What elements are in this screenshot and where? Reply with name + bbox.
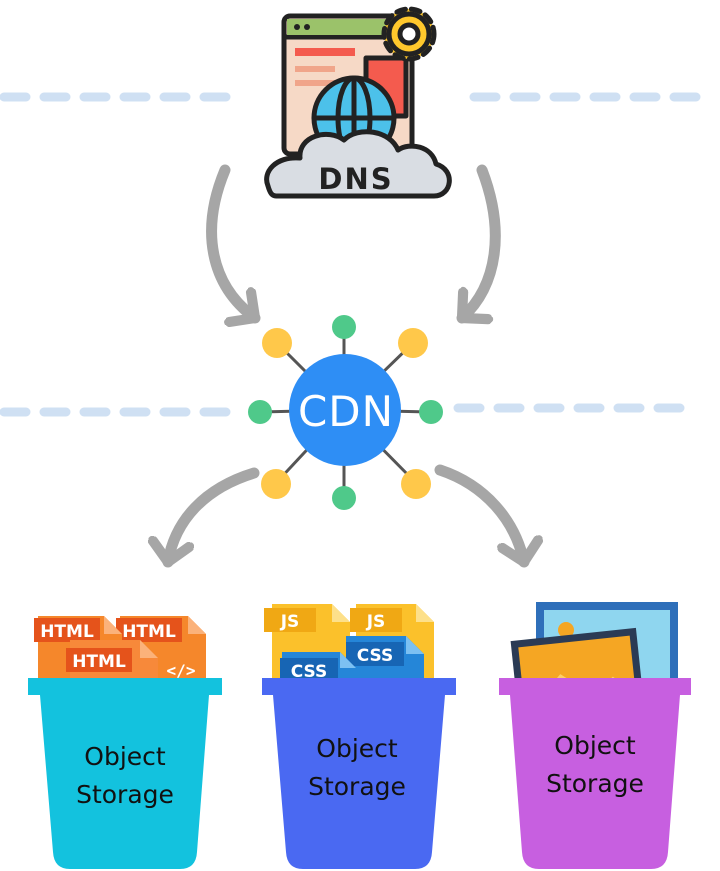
bucket-rim xyxy=(262,678,456,695)
arrow-cdn-to-bucket-left xyxy=(168,467,260,568)
js-tag: JS xyxy=(280,612,300,632)
bucket-label-line1: Object xyxy=(84,742,166,771)
css-tag: CSS xyxy=(357,646,394,666)
js-css-files-icon: JS JS CSS CSS xyxy=(264,604,434,684)
bucket-label-line1: Object xyxy=(554,731,636,760)
node-bottom-right xyxy=(401,469,431,499)
bucket-html xyxy=(28,678,222,869)
html-tag: HTML xyxy=(72,652,126,672)
html-files-icon: HTML HTML </> HTML xyxy=(34,616,206,688)
html-tag: HTML xyxy=(40,622,94,642)
flow-arrows xyxy=(168,164,524,568)
node-bottom-left xyxy=(261,469,291,499)
bucket-label-js-css: Object Storage xyxy=(267,730,447,806)
css-tag: CSS xyxy=(291,662,328,682)
bucket-body xyxy=(510,695,680,869)
code-accent: </> xyxy=(167,661,196,680)
html-file-front: HTML xyxy=(66,640,158,688)
cdn-hub: CDN xyxy=(248,315,443,510)
guide-lines xyxy=(0,92,709,417)
dns-server-icon: DNS xyxy=(264,6,452,199)
cdn-circle xyxy=(289,354,401,466)
bucket-rim xyxy=(499,678,691,695)
bucket-label-line2: Storage xyxy=(76,780,174,809)
bucket-body xyxy=(273,695,445,869)
node-top xyxy=(332,315,356,339)
arrow-dns-to-cdn-left xyxy=(206,164,261,318)
bucket-label-images: Object Storage xyxy=(505,727,685,803)
bucket-rim xyxy=(28,678,222,695)
html-file-back-right: HTML xyxy=(116,616,206,688)
bucket-images xyxy=(499,678,691,869)
css-file-right: CSS xyxy=(346,636,424,684)
bucket-label-html: Object Storage xyxy=(35,738,215,814)
node-left xyxy=(248,400,272,424)
css-file-left: CSS xyxy=(280,652,356,684)
cdn-label: CDN xyxy=(298,387,394,436)
bucket-label-line1: Object xyxy=(316,734,398,763)
arrow-dns-to-cdn-right xyxy=(456,164,501,318)
dns-label: DNS xyxy=(318,162,393,196)
js-tag: JS xyxy=(366,612,386,632)
bucket-label-line2: Storage xyxy=(308,772,406,801)
bucket-body xyxy=(40,695,209,869)
node-right xyxy=(419,400,443,424)
bucket-label-line2: Storage xyxy=(546,769,644,798)
node-top-left xyxy=(262,328,292,358)
node-bottom xyxy=(332,486,356,510)
html-tag: HTML xyxy=(122,622,176,642)
node-top-right xyxy=(398,328,428,358)
arrow-cdn-to-bucket-right xyxy=(434,464,524,568)
bucket-js-css xyxy=(262,678,456,869)
gear-icon xyxy=(381,6,437,62)
cloud-shape xyxy=(264,129,452,199)
